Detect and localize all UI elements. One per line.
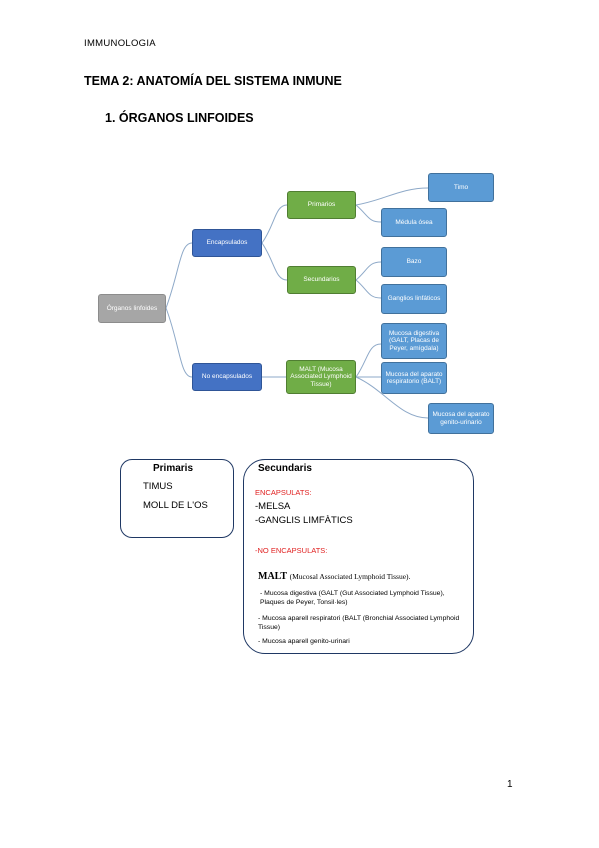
encapsulats-item: -MELSA — [255, 501, 291, 512]
secundaris-list-item: - Mucosa digestiva (GALT (Gut Associated… — [260, 590, 445, 606]
node-no-encapsulados: No encapsulados — [192, 363, 262, 391]
malt-heading: MALT (Mucosal Associated Lymphoid Tissue… — [258, 571, 410, 582]
page-title: TEMA 2: ANATOMÍA DEL SISTEMA INMUNE — [84, 74, 342, 88]
node-secundarios: Secundarios — [287, 266, 356, 294]
malt-title: MALT — [258, 571, 288, 582]
primaris-box — [120, 459, 234, 538]
secundaris-list-item: - Mucosa aparell respiratori (BALT (Bron… — [258, 615, 460, 631]
malt-subtitle: (Mucosal Associated Lymphoid Tissue). — [289, 572, 411, 581]
node-organos-linfoides: Órganos linfoides — [98, 294, 166, 323]
node-timo: Timo — [428, 173, 494, 202]
page-number: 1 — [507, 779, 513, 790]
node-mucosa-digestiva: Mucosa digestiva (GALT, Placas de Peyer,… — [381, 323, 447, 359]
encapsulats-label: ENCAPSULATS: — [255, 488, 312, 497]
primaris-item: TIMUS — [143, 481, 173, 492]
node-ganglios-linfaticos: Ganglios linfáticos — [381, 284, 447, 314]
primaris-item: MOLL DE L'OS — [143, 500, 208, 511]
secundaris-list-item: - Mucosa aparell genito-urinari — [258, 638, 350, 645]
node-malt: MALT (Mucosa Associated Lymphoid Tissue) — [286, 360, 356, 394]
encapsulats-item: -GANGLIS LIMFÀTICS — [255, 515, 353, 526]
node-mucosa-respiratorio: Mucosa del aparato respiratorio (BALT) — [381, 362, 447, 394]
primaris-title: Primaris — [153, 463, 194, 474]
node-bazo: Bazo — [381, 247, 447, 277]
section-heading: 1. ÓRGANOS LINFOIDES — [105, 111, 254, 125]
node-medula-osea: Médula ósea — [381, 208, 447, 237]
node-encapsulados: Encapsulados — [192, 229, 262, 257]
running-header: IMMUNOLOGIA — [84, 38, 156, 49]
node-primarios: Primarios — [287, 191, 356, 219]
secundaris-title: Secundaris — [258, 463, 312, 474]
no-encapsulats-label: -NO ENCAPSULATS: — [255, 546, 328, 555]
secundaris-box — [243, 459, 474, 654]
node-mucosa-genito: Mucosa del aparato genito-urinario — [428, 403, 494, 434]
